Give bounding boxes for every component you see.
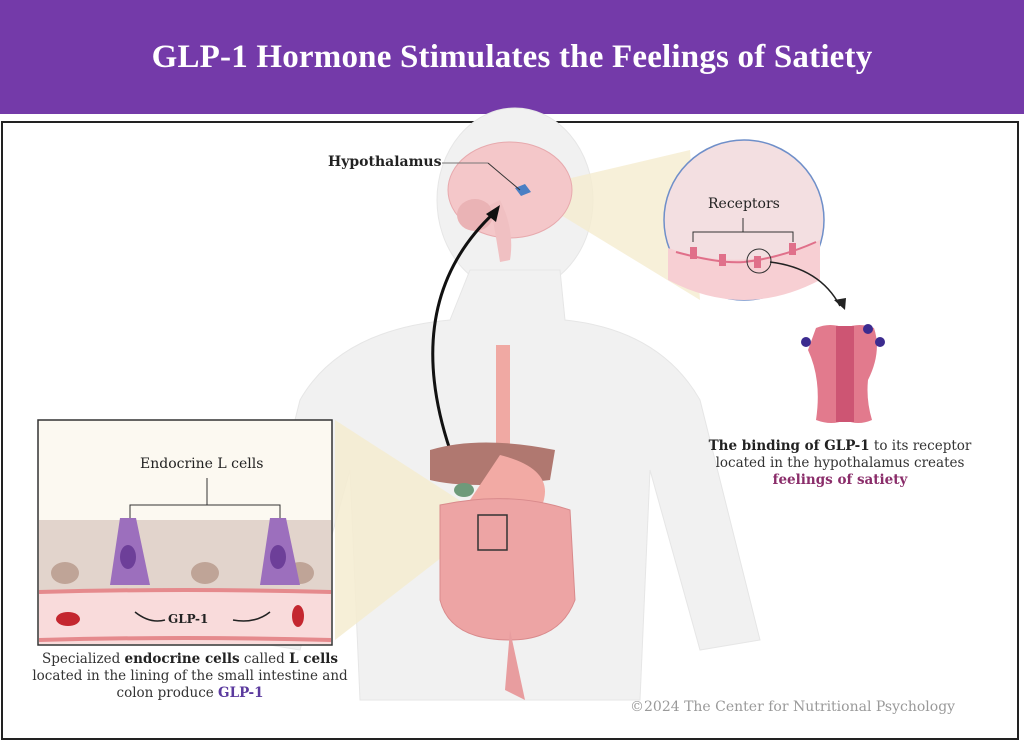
arrowhead-icon <box>486 205 500 222</box>
receptor-arrow <box>769 261 841 307</box>
right-caption: The binding of GLP-1 to its receptor loc… <box>708 438 972 488</box>
l-cells-inset <box>37 419 333 646</box>
gut-to-brain-arrow <box>431 210 497 451</box>
left-caption: Specialized endocrine cells called L cel… <box>32 651 348 701</box>
satiety-highlight: feelings of satiety <box>772 472 908 488</box>
copyright: ©2024 The Center for Nutritional Psychol… <box>630 699 956 715</box>
title-banner: GLP-1 Hormone Stimulates the Feelings of… <box>0 0 1024 114</box>
zoom-box <box>477 514 508 551</box>
intestine-zoom-cone <box>335 420 490 640</box>
digestive-system-icon <box>430 345 576 700</box>
receptors-label: Receptors <box>708 196 780 212</box>
hypothalamus-marker-icon <box>515 184 531 196</box>
glp1-highlight: GLP-1 <box>218 685 264 701</box>
glp1-receptor-icon <box>801 324 885 423</box>
receptor-zoom-circle <box>663 139 825 301</box>
hypothalamus-label: Hypothalamus <box>328 154 442 170</box>
page-title: GLP-1 Hormone Stimulates the Feelings of… <box>151 38 873 75</box>
endocrine-l-cells-label: Endocrine L cells <box>140 456 264 472</box>
glp1-label: GLP-1 <box>168 612 209 626</box>
